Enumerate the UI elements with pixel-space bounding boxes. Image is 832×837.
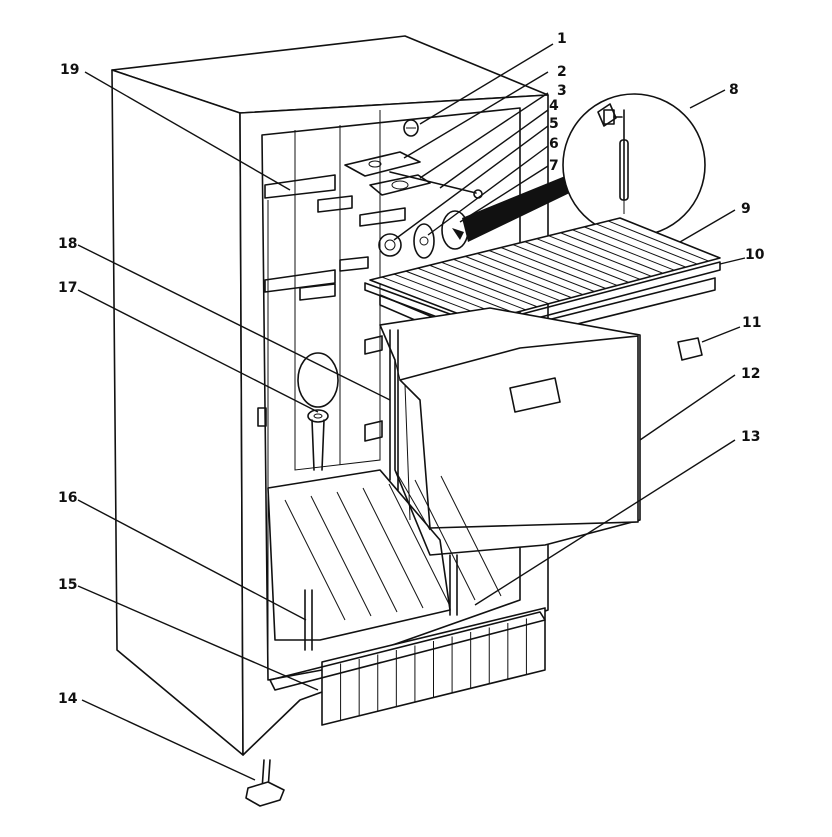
- mid-left-clip: [299, 283, 336, 301]
- callout-2: 2: [557, 64, 567, 80]
- grille-slats: [340, 618, 527, 721]
- shelf-wire: [619, 217, 721, 259]
- mid-left-rail: [264, 269, 336, 293]
- crisper-wire: [440, 475, 502, 597]
- back-wall-vent: [297, 352, 339, 408]
- leader-lines: [77, 43, 746, 781]
- callout-11: 11: [742, 315, 761, 331]
- part-18-rails: [364, 329, 399, 491]
- tray-handle: [509, 377, 561, 413]
- upper-right-clip: [359, 207, 406, 227]
- shelf-wire: [596, 223, 698, 265]
- callout-labels: 1 2 3 4 5 6 7 8 9 10 11 12 13 14 15 16 1…: [58, 31, 765, 707]
- tray-front: [399, 335, 639, 529]
- shelf-wire: [536, 238, 641, 280]
- shelf-wire: [453, 258, 561, 302]
- crisper-wire: [284, 499, 346, 621]
- callout-15: 15: [58, 577, 77, 593]
- part-3-cover: [369, 174, 431, 196]
- shelf-supports-left: [264, 174, 406, 301]
- callout-9: 9: [741, 201, 751, 217]
- part-6-plate: [413, 223, 435, 259]
- crisper-wire: [362, 487, 424, 609]
- shelf-wire: [584, 226, 686, 268]
- shelf-wire: [488, 250, 595, 292]
- callout-13: 13: [741, 429, 760, 445]
- magnify-rays: [462, 172, 580, 242]
- shelf-wire: [512, 244, 618, 286]
- detail-circle: [562, 93, 706, 237]
- part-17-drain: [307, 409, 329, 471]
- liner-back-wall: [294, 110, 381, 471]
- callout-19: 19: [60, 62, 79, 78]
- crisper-wire: [336, 491, 398, 613]
- callout-14: 14: [58, 691, 78, 707]
- callout-1: 1: [557, 31, 567, 47]
- shelf-wire: [500, 247, 606, 289]
- detail-bracket: [597, 103, 617, 127]
- upper-left-rail: [264, 174, 336, 199]
- part-14-leveling-foot: [245, 759, 285, 807]
- shelf-wire: [572, 229, 675, 271]
- shelf-wire: [405, 270, 515, 314]
- left-vent-slot: [257, 407, 267, 427]
- crisper-wires: [284, 475, 502, 621]
- callout-7: 7: [549, 158, 559, 174]
- part-5-dial: [378, 233, 402, 257]
- part-8-detail-circle: [562, 93, 706, 237]
- part-12-chiller-tray: [379, 307, 641, 556]
- crisper-wire: [310, 495, 372, 617]
- part-15-grille: [269, 607, 546, 726]
- shelf-wire: [441, 261, 549, 305]
- callout-3: 3: [557, 83, 567, 99]
- part-1-knob: [403, 119, 419, 137]
- callout-17: 17: [58, 280, 77, 296]
- callout-18: 18: [58, 236, 77, 252]
- shelf-wire: [548, 235, 652, 277]
- callout-12: 12: [741, 366, 760, 382]
- shelf-wire: [465, 255, 572, 299]
- upper-left-clip: [317, 195, 353, 213]
- shelf-wire: [524, 241, 629, 283]
- callout-6: 6: [549, 136, 559, 152]
- callout-5: 5: [549, 116, 559, 132]
- callout-8: 8: [729, 82, 739, 98]
- shelf-wire: [417, 267, 526, 311]
- thermostat-housing-parts: [344, 119, 580, 259]
- part-2-bracket: [344, 151, 421, 177]
- cabinet-left-side: [111, 69, 244, 756]
- shelf-wire: [476, 252, 584, 296]
- crisper-wire: [388, 483, 450, 605]
- grille-top-lip: [269, 611, 546, 691]
- shelf-wire: [429, 264, 538, 308]
- callout-4: 4: [549, 98, 559, 114]
- shelf-wire: [607, 220, 709, 262]
- mid-right-clip: [339, 256, 369, 272]
- callout-10: 10: [745, 247, 765, 263]
- crisper-wire: [414, 479, 476, 601]
- callout-16: 16: [58, 490, 77, 506]
- shelf-wire: [560, 232, 664, 274]
